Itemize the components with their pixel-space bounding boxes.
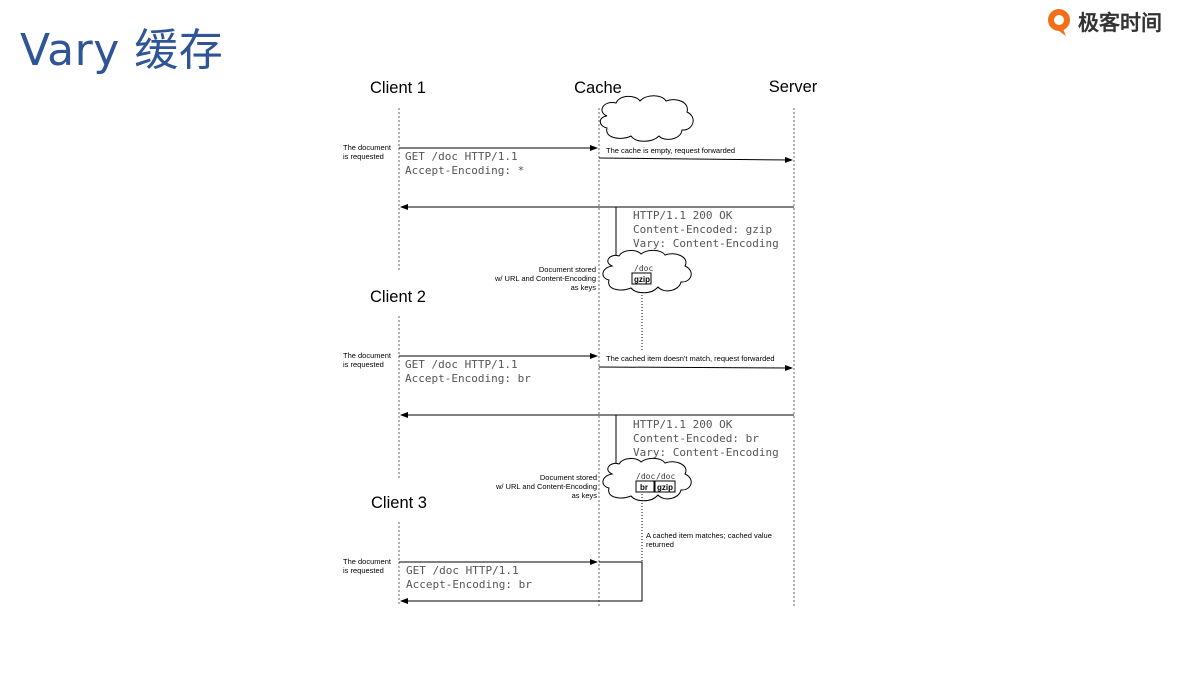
note-doc-requested-3a: The document — [343, 557, 392, 566]
lifeline-cache-title: Cache — [574, 79, 622, 97]
arrow-cache-to-server-2 — [598, 364, 793, 371]
cache-item-1-path: /doc — [634, 264, 653, 273]
cache-item-2-box-br — [635, 480, 655, 493]
lifeline-client1-title: Client 1 — [370, 79, 426, 97]
cache-item-2-label-br: br — [640, 483, 648, 492]
note-stored-2b: w/ URL and Content-Encoding — [495, 482, 597, 491]
note-cache-nomatch: The cached item doesn't match, request f… — [606, 354, 775, 363]
note-stored-2c: as keys — [572, 491, 598, 500]
cache-item-2-label-gzip: gzip — [657, 483, 673, 492]
note-stored-1a: Document stored — [539, 265, 596, 274]
note-stored-2a: Document stored — [540, 473, 597, 482]
note-stored-1b: w/ URL and Content-Encoding — [494, 274, 596, 283]
note-cache-empty: The cache is empty, request forwarded — [606, 146, 735, 155]
cache-item-1-box — [631, 272, 652, 285]
request2-line1: GET /doc HTTP/1.1 — [405, 358, 518, 371]
slide-title: Vary 缓存 — [20, 25, 224, 76]
response2-line1: HTTP/1.1 200 OK — [633, 418, 733, 431]
brand-icon — [1048, 9, 1070, 36]
note-doc-requested-2b: is requested — [343, 360, 384, 369]
arrow-cache-return-client3 — [400, 561, 643, 604]
note-cache-match-b: returned — [646, 540, 674, 549]
arrow-cache-to-server-1 — [598, 156, 793, 163]
note-doc-requested-2a: The document — [343, 351, 392, 360]
brand-logo: 极客时间 — [1046, 6, 1162, 38]
cache-item-2-box-gzip — [654, 480, 676, 493]
request3-line1: GET /doc HTTP/1.1 — [406, 564, 519, 577]
request1-line1: GET /doc HTTP/1.1 — [405, 150, 518, 163]
brand-name: 极客时间 — [1078, 11, 1162, 35]
note-doc-requested-1a: The document — [343, 143, 392, 152]
note-cache-match-a: A cached item matches; cached value — [646, 531, 772, 540]
cache-store-cloud-1 — [602, 249, 692, 294]
note-doc-requested-1b: is requested — [343, 152, 384, 161]
cache-item-2-path-br: /doc — [636, 472, 655, 481]
cache-item-1-label: gzip — [634, 275, 650, 284]
note-doc-requested-3b: is requested — [343, 566, 384, 575]
lifeline-server-title: Server — [769, 78, 818, 96]
note-stored-1c: as keys — [571, 283, 597, 292]
request3-line2: Accept-Encoding: br — [406, 578, 532, 591]
response1-line3: Vary: Content-Encoding — [633, 237, 779, 250]
response1-line2: Content-Encoded: gzip — [633, 223, 772, 236]
request2-line2: Accept-Encoding: br — [405, 372, 531, 385]
cache-item-2-path-gzip: /doc — [656, 472, 675, 481]
lifeline-client3-title: Client 3 — [371, 494, 427, 512]
cache-cloud-icon — [599, 95, 694, 142]
response2-line3: Vary: Content-Encoding — [633, 446, 779, 459]
response2-line2: Content-Encoded: br — [633, 432, 759, 445]
lifeline-client2-title: Client 2 — [370, 288, 426, 306]
request1-line2: Accept-Encoding: * — [405, 164, 524, 177]
response1-line1: HTTP/1.1 200 OK — [633, 209, 733, 222]
